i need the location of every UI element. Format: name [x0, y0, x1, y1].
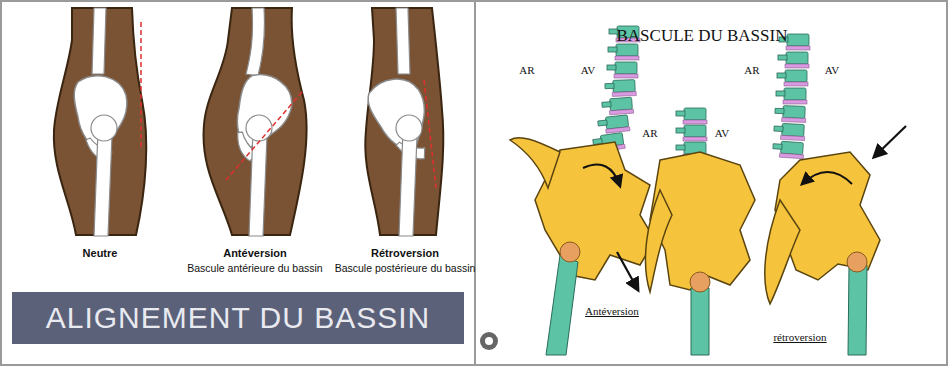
orientation-label: rétroversion [773, 331, 826, 344]
orientation-label: AR [519, 64, 534, 77]
anteversion-pelvis [510, 26, 655, 355]
retroversion-pelvis [765, 34, 906, 355]
corner-icon [480, 332, 498, 350]
neutral-pelvis [645, 108, 755, 355]
title-band: ALIGNEMENT DU BASSIN [12, 292, 464, 344]
orientation-label: AV [715, 127, 729, 140]
figure-caption: Antéversion [223, 247, 287, 260]
anteversion-figure [204, 8, 307, 236]
band-text: ALIGNEMENT DU BASSIN [46, 301, 431, 335]
panel-title: BASCULE DU BASSIN [617, 26, 788, 46]
figure-caption: Bascule postérieure du bassin [335, 262, 476, 274]
neutral-figure [54, 8, 146, 236]
orientation-label: AV [825, 64, 839, 77]
figure-caption: Bascule antérieure du bassin [187, 262, 322, 274]
orientation-label: AR [744, 64, 759, 77]
orientation-label: AR [642, 127, 657, 140]
orientation-label: Antéversion [585, 305, 639, 318]
figure-caption: Rétroversion [371, 247, 439, 260]
orientation-label: AV [581, 64, 595, 77]
retroversion-figure [363, 8, 443, 236]
figure-caption: Neutre [83, 247, 118, 260]
